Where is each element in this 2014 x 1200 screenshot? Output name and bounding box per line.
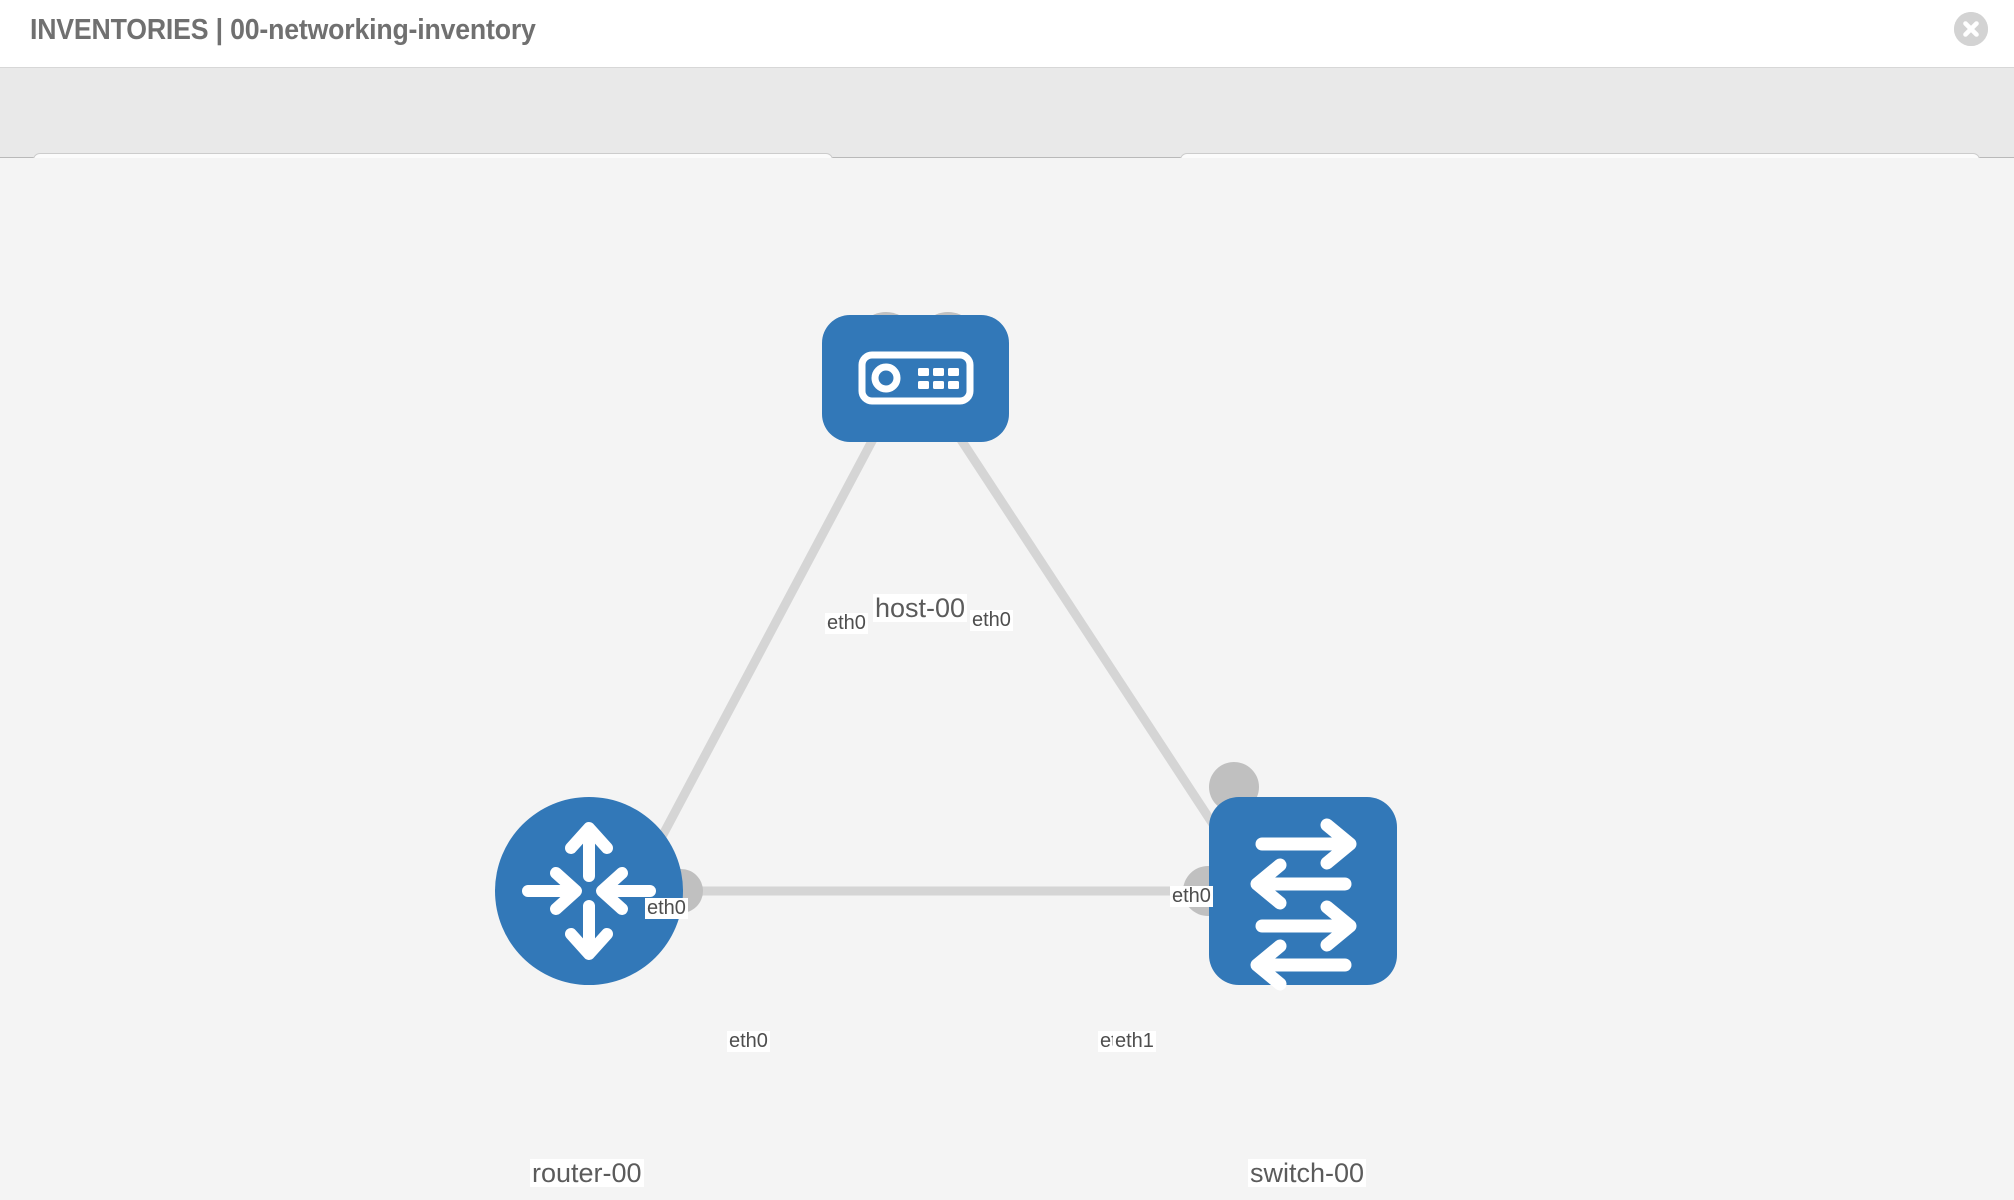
- node-host-00[interactable]: [822, 315, 1009, 442]
- topology-graph: [495, 312, 1397, 991]
- topology-links: [636, 423, 1250, 896]
- link-host-router[interactable]: [636, 423, 884, 881]
- toolbar: ACTIONS SEARCH: [0, 68, 2014, 208]
- topology-canvas[interactable]: host-00 router-00 switch-00 eth0 eth0 et…: [0, 158, 2014, 1200]
- switch-arrows-icon: [1250, 818, 1357, 991]
- node-switch-00[interactable]: [1209, 797, 1397, 991]
- page-title: INVENTORIES | 00-networking-inventory: [30, 14, 536, 46]
- interface-label: eth0: [970, 609, 1013, 631]
- interface-label: eth0: [1170, 885, 1213, 907]
- interface-label: eth0: [727, 1030, 770, 1052]
- node-label-switch-00: switch-00: [1248, 1158, 1367, 1188]
- node-router-00[interactable]: [495, 797, 683, 985]
- router-arrows-icon: [522, 822, 656, 960]
- node-label-host-00: host-00: [873, 593, 968, 623]
- interface-label: eth0: [825, 612, 868, 634]
- node-label-router-00: router-00: [530, 1158, 644, 1188]
- interface-label: eth1: [1113, 1030, 1156, 1052]
- server-device-icon: [858, 351, 974, 405]
- link-host-switch[interactable]: [948, 423, 1249, 876]
- page-header: INVENTORIES | 00-networking-inventory: [0, 0, 2014, 68]
- close-icon[interactable]: [1954, 12, 1988, 46]
- interface-label: eth0: [645, 897, 688, 919]
